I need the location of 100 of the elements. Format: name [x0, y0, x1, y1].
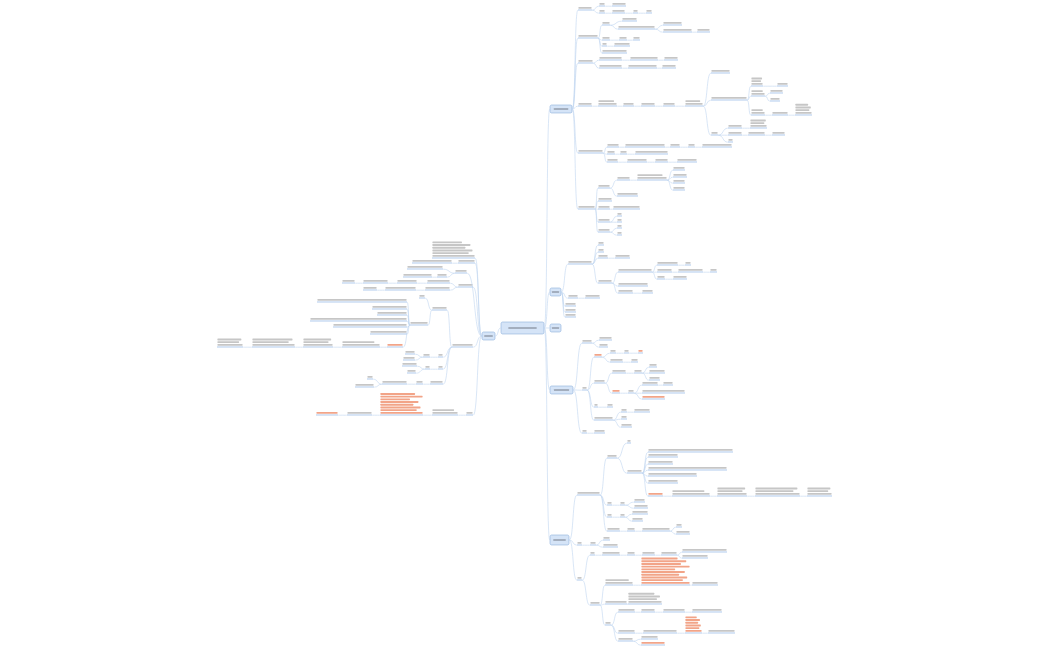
blurred-topic: [631, 510, 649, 515]
branch-line: [609, 24, 619, 30]
branch-line: [601, 352, 611, 358]
branch-line: [597, 37, 603, 41]
blurred-topic: [251, 338, 296, 348]
blurred-topic: [597, 218, 611, 223]
branch-line: [666, 176, 674, 181]
branch-line: [609, 227, 618, 233]
blurred-topic: [647, 460, 674, 465]
branch-line: [633, 392, 643, 400]
branch-line: [641, 472, 649, 497]
blurred-topic: [424, 286, 451, 291]
blurred-topic: [341, 279, 356, 284]
blurred-topic: [409, 321, 429, 326]
branch-line: [594, 208, 599, 233]
blurred-topic: [621, 17, 638, 22]
branch-line: [624, 12, 634, 14]
branch-line: [641, 366, 650, 374]
branch-line: [676, 551, 683, 556]
branch-line: [641, 372, 650, 374]
branch-line: [676, 632, 686, 634]
branch-line: [641, 472, 649, 477]
branch-line: [591, 5, 600, 11]
branch-line: [615, 352, 625, 354]
branch-line: [654, 24, 664, 30]
branch-line: [376, 289, 386, 291]
blurred-topic: [626, 527, 636, 532]
blurred-topic: [617, 637, 634, 642]
blurred-topic: [669, 143, 681, 148]
blurred-topic: [597, 205, 611, 210]
blurred-topic: [641, 289, 654, 294]
branch-line: [654, 28, 664, 33]
blurred-topic: [302, 338, 334, 348]
branch-line: [656, 67, 663, 69]
blurred-topic: [671, 490, 711, 497]
blurred-topic: [727, 138, 734, 143]
branch-line: [442, 346, 453, 385]
branch-line: [446, 309, 453, 348]
blurred-topic: [750, 109, 766, 116]
blurred-topic: [611, 369, 627, 374]
blurred-topic: [379, 393, 424, 416]
branch-line: [625, 372, 635, 374]
blurred-topic: [631, 517, 644, 522]
blurred-topic: [619, 513, 626, 518]
branch-line: [632, 292, 643, 294]
blurred-topic: [597, 279, 613, 284]
blurred-topic: [616, 192, 639, 197]
blurred-topic: [701, 143, 733, 148]
branch-line: [594, 200, 599, 210]
blurred-topic: [727, 124, 743, 129]
branch-line: [746, 99, 752, 116]
blurred-topic: [662, 102, 676, 107]
blurred-topic: [619, 150, 628, 155]
blurred-topic: [662, 381, 674, 386]
branch-line: [427, 309, 433, 326]
blurred-topic: [581, 339, 593, 344]
blurred-topic: [465, 411, 474, 416]
blurred-topic: [750, 77, 764, 87]
branch-line: [641, 472, 649, 484]
blurred-topic: [716, 487, 748, 497]
branch-line: [674, 105, 686, 107]
branch-line: [414, 353, 424, 358]
blurred-topic: [645, 9, 653, 14]
branch-line: [595, 544, 604, 548]
branch-line: [406, 324, 411, 328]
blurred-topic: [636, 174, 668, 181]
blurred-topic: [598, 64, 623, 69]
blurred-topic: [662, 21, 683, 26]
blurred-topic: [593, 353, 603, 358]
blurred-topic: [656, 261, 679, 266]
blurred-topic: [381, 380, 408, 385]
blurred-topic: [593, 429, 606, 434]
blurred-topic: [371, 305, 408, 310]
blurred-topic: [630, 358, 639, 363]
blurred-topic: [627, 592, 663, 605]
branch-line: [402, 324, 411, 348]
branch-line: [604, 5, 613, 7]
blurred-topic: [577, 6, 593, 11]
branch-line: [429, 356, 439, 358]
blurred-topic: [663, 56, 679, 61]
blurred-topic: [662, 28, 693, 33]
blurred-topic: [402, 356, 416, 361]
branch-line: [415, 368, 426, 374]
topic-box: [549, 104, 573, 114]
blurred-topic: [754, 487, 801, 497]
branch-line: [669, 530, 677, 535]
branch-line: [591, 339, 600, 344]
branch-line: [594, 187, 599, 210]
blurred-topic: [710, 69, 731, 74]
blurred-topic: [426, 279, 451, 284]
branch-line: [591, 9, 600, 14]
blurred-topic: [437, 365, 444, 370]
blurred-topic: [640, 641, 666, 646]
blurred-topic: [451, 343, 474, 348]
branch-line: [702, 99, 712, 107]
blurred-topic: [597, 228, 611, 233]
blurred-topic: [316, 298, 408, 303]
blurred-topic: [589, 541, 597, 546]
blurred-topic: [606, 513, 613, 518]
branch-line: [634, 611, 642, 613]
